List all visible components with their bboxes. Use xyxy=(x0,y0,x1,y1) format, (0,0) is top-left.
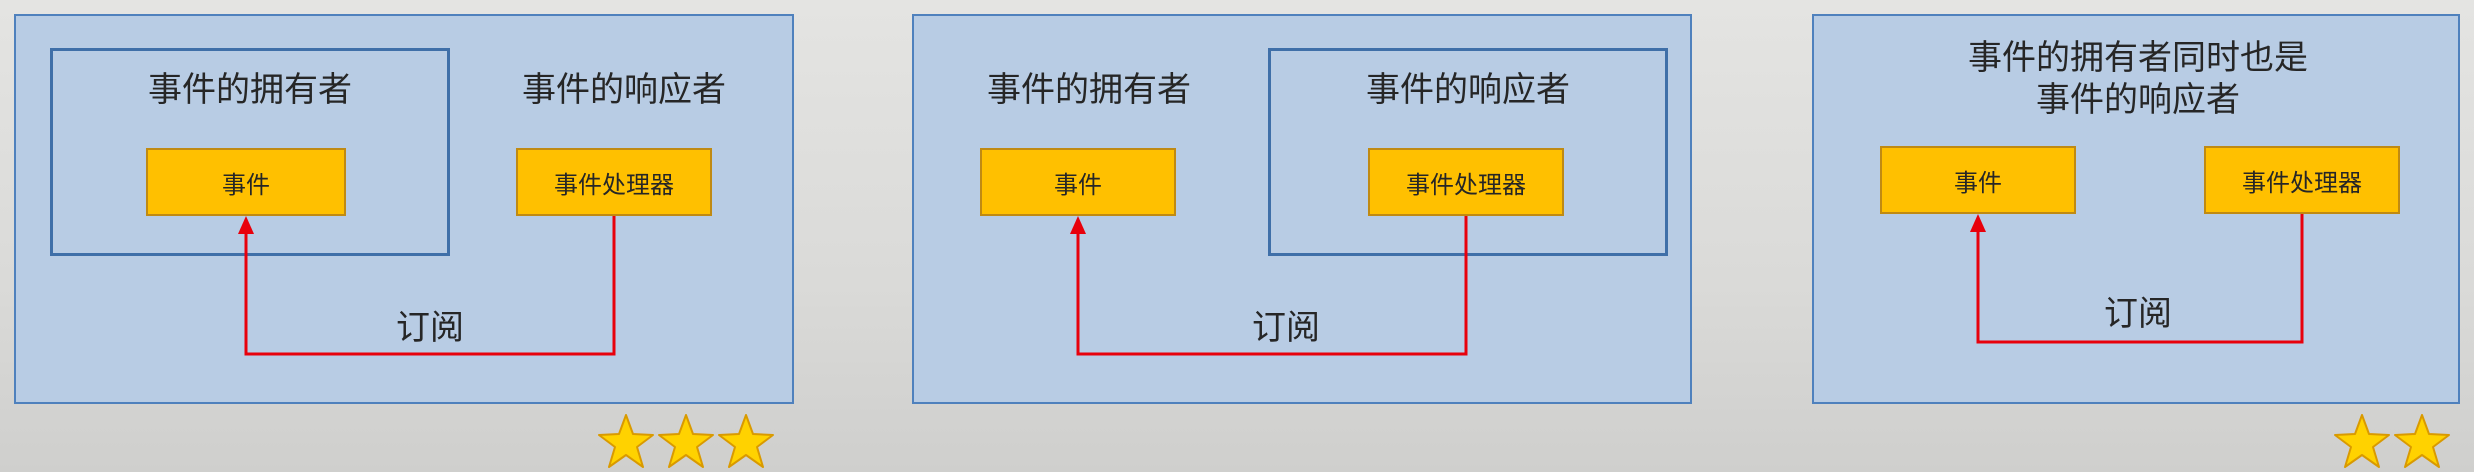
star-icon xyxy=(718,414,774,468)
star-icon xyxy=(2394,414,2450,468)
star-icon xyxy=(2334,414,2390,468)
event-box: 事件 xyxy=(980,148,1176,216)
panel-scenario-1: 事件的拥有者 事件的响应者 事件 事件处理器 订阅 xyxy=(14,14,794,404)
responder-box xyxy=(1268,48,1668,256)
owner-title: 事件的拥有者 xyxy=(987,70,1191,110)
event-box: 事件 xyxy=(1880,146,2076,214)
event-handler-box: 事件处理器 xyxy=(516,148,712,216)
subscribe-label: 订阅 xyxy=(2104,294,2172,334)
event-box: 事件 xyxy=(146,148,346,216)
subscribe-label: 订阅 xyxy=(396,308,464,348)
rating-stars-3 xyxy=(2332,412,2452,472)
owner-title: 事件的拥有者 xyxy=(148,70,352,110)
event-handler-box: 事件处理器 xyxy=(1368,148,1564,216)
panel-scenario-2: 事件的拥有者 事件的响应者 事件 事件处理器 订阅 xyxy=(912,14,1692,404)
star-icon xyxy=(658,414,714,468)
owner-title-line-2: 事件的响应者 xyxy=(2036,80,2240,120)
event-handler-box: 事件处理器 xyxy=(2204,146,2400,214)
rating-stars-1 xyxy=(596,412,776,472)
responder-title: 事件的响应者 xyxy=(1366,70,1570,110)
owner-title-line-1: 事件的拥有者同时也是 xyxy=(1968,38,2308,78)
star-icon xyxy=(598,414,654,468)
subscribe-label: 订阅 xyxy=(1252,308,1320,348)
panel-scenario-3: 事件的拥有者同时也是 事件的响应者 事件 事件处理器 订阅 xyxy=(1812,14,2460,404)
responder-title: 事件的响应者 xyxy=(522,70,726,110)
